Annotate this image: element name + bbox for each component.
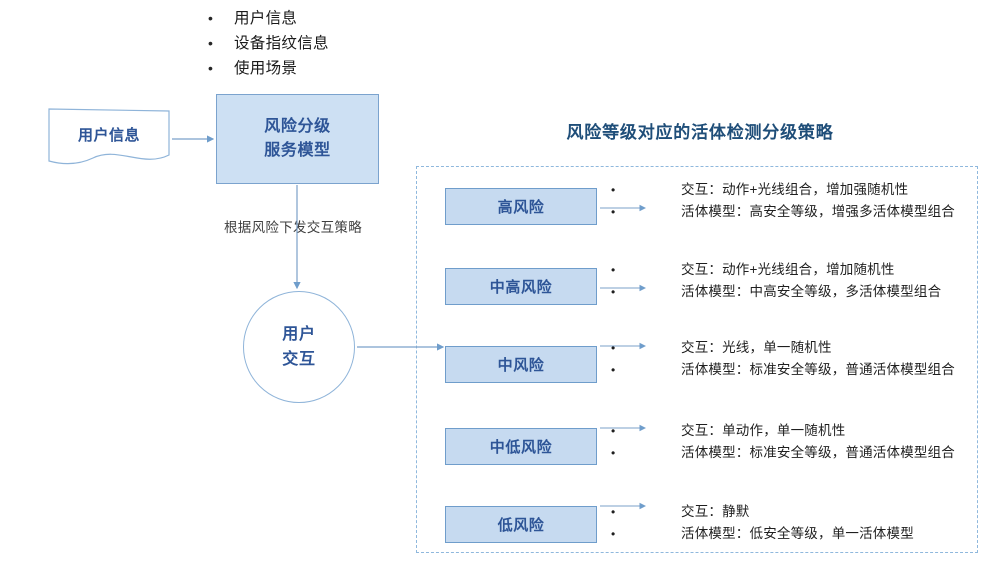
strategy-line: • 活体模型：标准安全等级，普通活体模型组合 (611, 442, 969, 464)
model-box-line-1: 风险分级 (264, 118, 331, 135)
strategy-line: • 交互：动作+光线组合，增加强随机性 (611, 179, 969, 201)
strategy-text: 交互：动作+光线组合，增加强随机性 (681, 182, 909, 197)
risk-level-box-medium-low: 中低风险 (445, 428, 597, 465)
strategy-line: • 交互：单动作，单一随机性 (611, 420, 969, 442)
risk-row: 中低风险 • 交互：单动作，单一随机性 • 活体模型：标准安全等级，普通活体模型组合 (417, 419, 979, 497)
risk-level-label: 低风险 (497, 517, 545, 534)
risk-strategy-bullets: • 交互：光线，单一随机性 • 活体模型：标准安全等级，普通活体模型组合 (611, 337, 969, 381)
list-item-label: 使用场景 (234, 60, 298, 77)
input-feature-list: • 用户信息 • 设备指纹信息 • 使用场景 (208, 6, 488, 81)
strategy-text: 交互：静默 (681, 504, 750, 519)
bullet-icon: • (611, 205, 616, 219)
risk-level-box-high: 高风险 (445, 188, 597, 225)
risk-strategy-bullets: • 交互：静默 • 活体模型：低安全等级，单一活体模型 (611, 501, 969, 545)
interaction-node-line-1: 用户 (282, 326, 316, 343)
strategy-line: • 活体模型：低安全等级，单一活体模型 (611, 523, 969, 545)
strategy-line: • 交互：静默 (611, 501, 969, 523)
list-item-label: 用户信息 (234, 10, 298, 27)
risk-row: 中高风险 • 交互：动作+光线组合，增加随机性 • 活体模型：中高安全等级，多活体模… (417, 259, 979, 337)
bullet-icon: • (611, 505, 616, 519)
strategy-line: • 活体模型：中高安全等级，多活体模型组合 (611, 281, 969, 303)
risk-strategy-bullets: • 交互：单动作，单一随机性 • 活体模型：标准安全等级，普通活体模型组合 (611, 420, 969, 464)
bullet-icon: • (611, 341, 616, 355)
panel-title: 风险等级对应的活体检测分级策略 (566, 123, 834, 142)
risk-row: 高风险 • 交互：动作+光线组合，增加强随机性 • 活体模型：高安全等级，增强多活体… (417, 179, 979, 257)
source-document-shape: 用户信息 (48, 108, 170, 170)
risk-level-box-medium: 中风险 (445, 346, 597, 383)
strategy-line: • 活体模型：高安全等级，增强多活体模型组合 (611, 201, 969, 223)
bullet-icon: • (611, 424, 616, 438)
user-interaction-node: 用户 交互 (243, 291, 355, 403)
risk-level-label: 中高风险 (489, 279, 553, 296)
strategy-text: 交互：单动作，单一随机性 (681, 423, 846, 438)
bullet-icon: • (611, 285, 616, 299)
list-item-label: 设备指纹信息 (234, 35, 329, 52)
risk-grading-service-model-box: 风险分级 服务模型 (216, 94, 379, 184)
bullet-icon: • (611, 446, 616, 460)
bullet-icon: • (208, 10, 213, 26)
risk-row: 中风险 • 交互：光线，单一随机性 • 活体模型：标准安全等级，普通活体模型组合 (417, 339, 979, 417)
bullet-icon: • (611, 263, 616, 277)
strategy-text: 交互：光线，单一随机性 (681, 340, 832, 355)
risk-strategy-bullets: • 交互：动作+光线组合，增加随机性 • 活体模型：中高安全等级，多活体模型组合 (611, 259, 969, 303)
list-item: • 用户信息 (208, 6, 488, 31)
strategy-line: • 交互：动作+光线组合，增加随机性 (611, 259, 969, 281)
risk-strategy-bullets: • 交互：动作+光线组合，增加强随机性 • 活体模型：高安全等级，增强多活体模型组合 (611, 179, 969, 223)
strategy-panel: 高风险 • 交互：动作+光线组合，增加强随机性 • 活体模型：高安全等级，增强多活体… (416, 166, 978, 553)
strategy-text: 活体模型：标准安全等级，普通活体模型组合 (681, 445, 955, 460)
strategy-line: • 交互：光线，单一随机性 (611, 337, 969, 359)
bullet-icon: • (611, 183, 616, 197)
list-item: • 设备指纹信息 (208, 31, 488, 56)
source-document-label: 用户信息 (77, 126, 140, 144)
risk-level-box-low: 低风险 (445, 506, 597, 543)
list-item: • 使用场景 (208, 56, 488, 81)
risk-level-label: 高风险 (497, 199, 545, 216)
strategy-text: 活体模型：低安全等级，单一活体模型 (681, 526, 914, 541)
strategy-text: 交互：动作+光线组合，增加随机性 (681, 262, 895, 277)
risk-row: 低风险 • 交互：静默 • 活体模型：低安全等级，单一活体模型 (417, 499, 979, 577)
risk-level-label: 中低风险 (489, 439, 553, 456)
model-box-line-2: 服务模型 (264, 142, 331, 159)
document-outline-icon (48, 108, 170, 165)
flow-note-label: 根据风险下发交互策略 (224, 220, 362, 235)
strategy-text: 活体模型：中高安全等级，多活体模型组合 (681, 284, 942, 299)
bullet-icon: • (611, 363, 616, 377)
bullet-icon: • (611, 527, 616, 541)
risk-level-box-medium-high: 中高风险 (445, 268, 597, 305)
risk-level-label: 中风险 (497, 357, 545, 374)
interaction-node-line-2: 交互 (282, 351, 316, 368)
strategy-text: 活体模型：标准安全等级，普通活体模型组合 (681, 362, 955, 377)
strategy-line: • 活体模型：标准安全等级，普通活体模型组合 (611, 359, 969, 381)
bullet-icon: • (208, 60, 213, 76)
strategy-text: 活体模型：高安全等级，增强多活体模型组合 (681, 204, 955, 219)
bullet-icon: • (208, 35, 213, 51)
